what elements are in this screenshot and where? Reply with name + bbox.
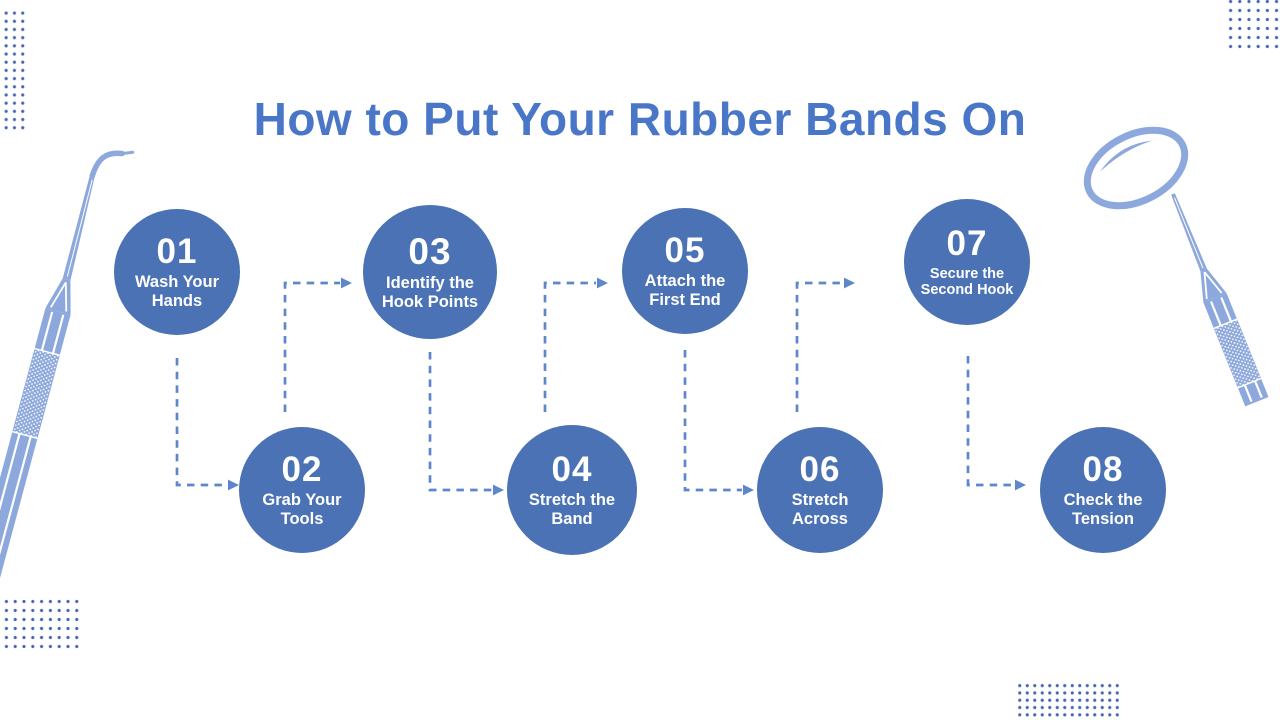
arrow-right-icon (228, 479, 239, 491)
arrow-right-icon (844, 277, 855, 289)
connector-step2-step3 (283, 281, 340, 412)
step-label: Identify the Hook Points (381, 274, 479, 311)
step-circle-04: 04 Stretch the Band (507, 425, 637, 555)
step-label: Stretch the Band (528, 491, 616, 528)
dental-probe-icon (0, 150, 135, 600)
step-circle-05: 05 Attach the First End (622, 208, 748, 334)
arrow-heads (228, 277, 1026, 496)
flow-connectors (175, 281, 1014, 492)
arrow-right-icon (341, 277, 352, 289)
step-circle-07: 07 Secure the Second Hook (904, 199, 1030, 325)
arrow-right-icon (743, 484, 754, 496)
connector-step5-step6 (683, 350, 742, 492)
step-circle-02: 02 Grab Your Tools (239, 427, 365, 553)
connector-step7-step8 (966, 356, 1014, 487)
dot-grid-bottom-left (2, 597, 80, 650)
step-label: Grab Your Tools (262, 491, 342, 528)
step-label: Stretch Across (791, 491, 849, 528)
step-number: 01 (156, 231, 198, 271)
step-number: 08 (1082, 449, 1124, 489)
connector-step1-step2 (175, 358, 226, 487)
step-label: Attach the First End (644, 272, 726, 309)
step-number: 05 (664, 230, 706, 270)
step-number: 03 (408, 230, 452, 272)
connector-step4-step5 (543, 281, 596, 412)
step-number: 06 (799, 449, 841, 489)
arrow-right-icon (1015, 479, 1026, 491)
step-number: 02 (281, 449, 323, 489)
dot-grid-top-left (2, 9, 26, 130)
step-circle-03: 03 Identify the Hook Points (363, 205, 497, 339)
arrow-right-icon (597, 277, 608, 289)
dot-grid-top-right (1226, 0, 1280, 49)
step-number: 07 (946, 223, 988, 263)
connector-step3-step4 (428, 352, 492, 492)
step-label: Wash Your Hands (134, 273, 220, 310)
step-label: Check the Tension (1063, 491, 1143, 528)
arrow-right-icon (493, 484, 504, 496)
step-circle-08: 08 Check the Tension (1040, 427, 1166, 553)
dot-grid-bottom-right (1016, 682, 1119, 718)
page-title: How to Put Your Rubber Bands On (253, 93, 1027, 145)
dental-mirror-icon (1083, 126, 1269, 407)
step-number: 04 (551, 449, 593, 489)
step-circle-01: 01 Wash Your Hands (114, 209, 240, 335)
step-label: Secure the Second Hook (920, 265, 1014, 298)
step-circle-06: 06 Stretch Across (757, 427, 883, 553)
connector-step6-step7 (795, 281, 843, 412)
